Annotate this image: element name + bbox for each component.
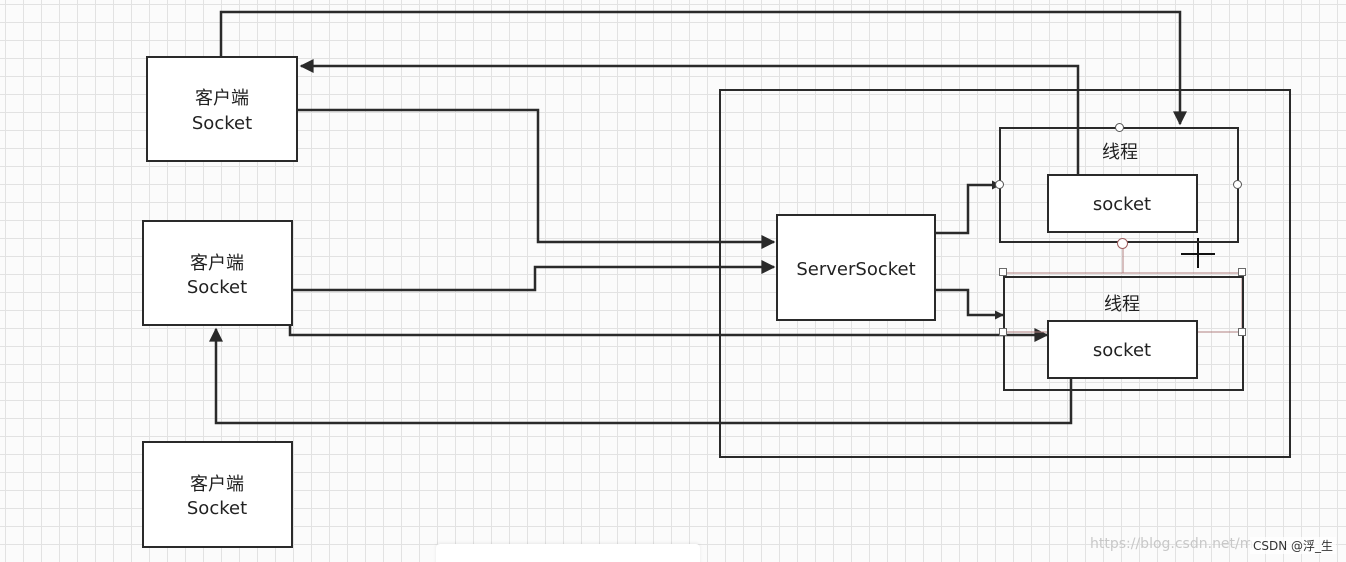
serversocket-box[interactable]: [776, 214, 936, 321]
client-box-3[interactable]: [142, 441, 293, 548]
client-box-2[interactable]: [142, 220, 293, 326]
selection-handle-mr[interactable]: [1238, 328, 1246, 336]
client-type-1: Socket: [191, 113, 253, 134]
connector-client1-to-thread1[interactable]: [219, 10, 1187, 126]
selection-handle-ml[interactable]: [999, 328, 1007, 336]
thread1-port-top[interactable]: [1115, 123, 1124, 132]
thread1-port-bottom[interactable]: [1117, 238, 1128, 249]
connector-serversocket-to-thread2[interactable]: [936, 288, 1004, 320]
connector-client2-to-serversocket[interactable]: [292, 260, 776, 292]
client-type-3: Socket: [186, 498, 248, 519]
thread-title-2: 线程: [1104, 294, 1140, 315]
connector-serversocket-to-thread1[interactable]: [936, 180, 1001, 235]
client-type-2: Socket: [186, 277, 248, 298]
connector-thread2-socket-to-client2[interactable]: [209, 327, 1073, 425]
client-box-1[interactable]: [146, 56, 298, 162]
connector-thread1-socket-to-client1[interactable]: [299, 59, 1080, 175]
socket-label-2: socket: [1092, 340, 1152, 361]
thread1-port-right[interactable]: [1233, 180, 1242, 189]
socket-label-1: socket: [1092, 194, 1152, 215]
thread1-port-left[interactable]: [995, 180, 1004, 189]
serversocket-label: ServerSocket: [796, 259, 916, 280]
socket-box-2[interactable]: [1047, 320, 1198, 379]
url-watermark: https://blog.csdn.net/m: [1090, 536, 1254, 552]
client-name-1: 客户端: [195, 88, 249, 109]
server-container[interactable]: [719, 89, 1291, 458]
connector-client2-to-thread2-socket[interactable]: [288, 325, 1049, 342]
connector-client1-to-serversocket[interactable]: [297, 108, 776, 249]
thread-title-1: 线程: [1102, 142, 1138, 163]
selection-handle-tr[interactable]: [1238, 268, 1246, 276]
socket-box-1[interactable]: [1047, 174, 1198, 233]
client-name-3: 客户端: [190, 474, 244, 495]
bottom-panel: [436, 544, 700, 562]
selection-handle-tl[interactable]: [999, 268, 1007, 276]
client-name-2: 客户端: [190, 253, 244, 274]
credit-label: CSDN @浮_生: [1250, 537, 1337, 554]
